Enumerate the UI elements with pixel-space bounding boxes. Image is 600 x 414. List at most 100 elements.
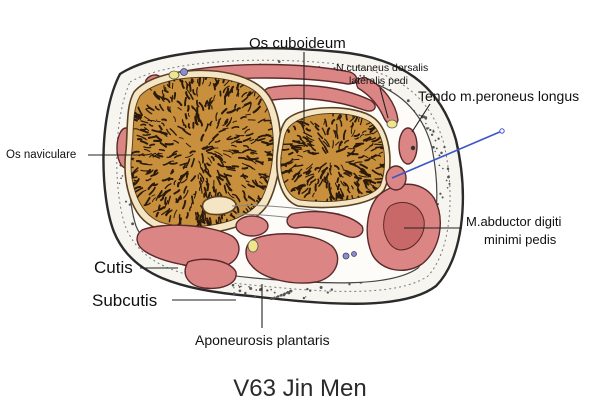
trabecula-mark (241, 162, 251, 168)
trabecula-mark (220, 160, 224, 166)
needle-handle (499, 128, 505, 134)
fat-dot (425, 122, 427, 125)
trabecula-mark (173, 154, 182, 159)
trabecula-mark (363, 169, 372, 178)
fat-dot (319, 286, 323, 289)
trabecula-mark (184, 113, 188, 120)
trabecula-mark (254, 179, 259, 186)
trabecula-mark (202, 77, 205, 85)
fat-dot (441, 196, 444, 199)
trabecula-mark (297, 154, 303, 158)
trabecula-mark (305, 173, 315, 178)
label-m-abductor-line2: minimi pedis (484, 232, 557, 247)
trabecula-mark (333, 129, 337, 138)
trabecula-mark (226, 168, 236, 172)
trabecula-mark (265, 133, 272, 138)
vessel-blue-plantar-2 (351, 251, 357, 257)
trabecula-mark (353, 181, 360, 188)
fat-dot (435, 147, 438, 150)
trabecula-mark (162, 131, 168, 134)
fat-dot (121, 175, 124, 177)
trabecula-mark (175, 198, 178, 203)
fat-dot (359, 74, 362, 77)
fat-dot (442, 167, 444, 170)
trabecula-mark (205, 177, 209, 186)
fat-dot (427, 127, 430, 129)
trabecula-mark (306, 175, 315, 183)
fat-dot (124, 200, 128, 203)
trabecula-mark (213, 94, 216, 101)
trabecula-mark (288, 163, 297, 171)
trabecula-mark (136, 191, 143, 198)
fat-dot (272, 297, 275, 300)
trabecula-mark (201, 152, 204, 164)
trabecula-mark (235, 196, 241, 203)
vessel-blue-plantar (342, 252, 350, 260)
trabecula-mark (187, 112, 190, 117)
trabecula-mark (144, 127, 150, 132)
trabecula-mark (186, 88, 192, 97)
trabecula-mark (339, 141, 343, 146)
trabecula-mark (380, 163, 385, 167)
trabecula-mark (185, 212, 189, 219)
trabecula-mark (359, 163, 368, 169)
trabecula-mark (344, 139, 350, 144)
fat-dot (434, 139, 437, 142)
trabecula-mark (231, 193, 238, 198)
fat-dot (248, 285, 250, 288)
trabecula-mark (167, 105, 171, 112)
trabecula-mark (176, 196, 181, 204)
fat-dot (266, 289, 269, 292)
trabecula-mark (156, 94, 164, 100)
trabecula-mark (358, 117, 360, 123)
trabecula-mark (236, 83, 239, 91)
trabecula-mark (336, 177, 340, 183)
trabecula-mark (220, 107, 228, 115)
trabecula-mark (296, 174, 303, 179)
trabecula-mark (343, 181, 347, 187)
trabecula-mark (249, 138, 255, 142)
trabecula-mark (204, 77, 208, 80)
label-n-cutaneus-line2: lateralis pedi (349, 75, 408, 87)
trabecula-mark (296, 148, 303, 151)
trabecula-mark (324, 118, 328, 127)
trabecula-mark (237, 92, 240, 97)
trabecula-mark (158, 204, 161, 211)
trabecula-mark (345, 170, 353, 176)
trabecula-mark (358, 175, 368, 178)
fat-dot (249, 287, 253, 290)
trabecula-mark (323, 145, 329, 153)
trabecula-mark (222, 127, 229, 130)
trabecula-mark (178, 137, 184, 140)
trabecula-mark (333, 164, 340, 170)
trabecula-mark (350, 185, 354, 190)
trabecula-mark (369, 143, 374, 147)
trabecula-mark (331, 118, 336, 125)
trabecula-mark (217, 155, 224, 161)
trabecula-mark (186, 104, 190, 112)
trabecula-mark (352, 144, 357, 149)
trabecula-mark (159, 103, 165, 112)
trabecula-mark (206, 162, 211, 167)
trabecula-mark (356, 180, 360, 186)
trabecula-mark (322, 198, 329, 202)
trabecula-mark (325, 181, 329, 189)
trabecula-mark (168, 215, 172, 223)
fat-dot (326, 291, 329, 294)
trabecula-mark (328, 186, 332, 192)
trabecula-mark (284, 169, 293, 172)
trabecula-mark (319, 162, 327, 170)
trabecula-mark (183, 185, 188, 194)
trabecula-mark (145, 178, 152, 182)
lateral-dorsal-muscle (356, 76, 399, 126)
trabecula-mark (234, 103, 237, 109)
trabecula-mark (132, 178, 140, 187)
trabecula-mark (166, 128, 172, 136)
trabecula-mark (266, 141, 274, 147)
trabecula-mark (218, 128, 226, 133)
trabecula-mark (159, 148, 166, 152)
trabecula-mark (250, 167, 256, 171)
trabecula-mark (242, 137, 252, 142)
trabecula-mark (176, 181, 180, 188)
trabecula-mark (241, 148, 252, 154)
